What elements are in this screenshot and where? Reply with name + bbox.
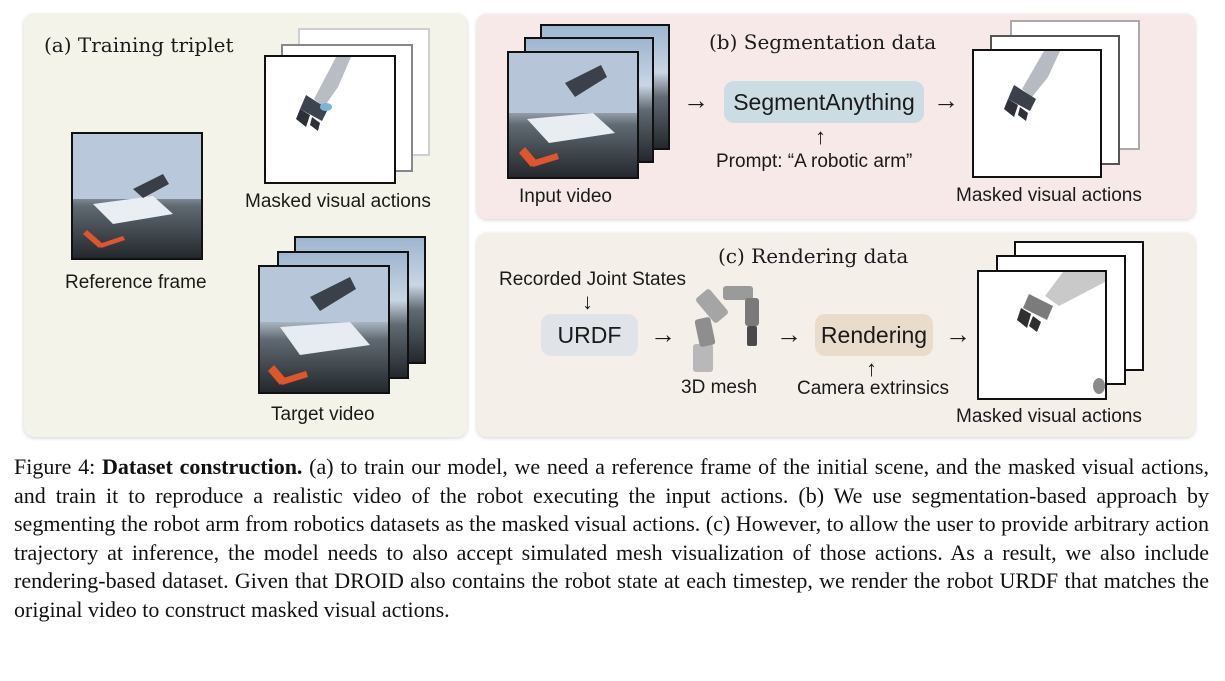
target-video-label: Target video xyxy=(271,404,375,425)
reference-frame-image xyxy=(71,132,203,260)
panel-a-title: (a) Training triplet xyxy=(44,33,234,57)
urdf-box: URDF xyxy=(541,314,638,356)
arrow-up-icon: ↑ xyxy=(815,124,826,149)
caption-title: Dataset construction. xyxy=(102,454,303,479)
robot-scene-icon xyxy=(73,134,201,248)
masked-frame-front xyxy=(264,55,396,184)
rendering-box: Rendering xyxy=(815,314,933,356)
masked-visual-actions-label: Masked visual actions xyxy=(245,191,431,212)
robot-arm-mask-icon xyxy=(296,57,351,131)
arrow-right-icon: → xyxy=(683,85,709,115)
robot-arm-render-icon xyxy=(1017,272,1105,394)
arrow-up-icon: ↑ xyxy=(866,356,877,381)
camera-extrinsics-label: Camera extrinsics xyxy=(797,378,950,399)
panel-b-title: (b) Segmentation data xyxy=(709,30,937,54)
joint-states-label: Recorded Joint States xyxy=(499,269,686,290)
robot-arm-mask-icon xyxy=(1004,51,1060,121)
seg-output-frame-front xyxy=(972,49,1102,178)
seg-output-label: Masked visual actions xyxy=(956,185,1142,206)
render-output-label: Masked visual actions xyxy=(956,406,1142,427)
segment-anything-box: SegmentAnything xyxy=(724,81,924,123)
input-video-label: Input video xyxy=(519,186,612,207)
caption-text: (a) to train our model, we need a refere… xyxy=(14,454,1209,622)
mesh-label: 3D mesh xyxy=(681,377,758,398)
arrow-down-icon: ↓ xyxy=(582,289,593,314)
robot-scene-icon xyxy=(509,53,637,167)
arrow-right-icon: → xyxy=(776,319,802,349)
figure-number: Figure 4: xyxy=(14,454,96,479)
render-output-frame-front xyxy=(977,270,1107,400)
prompt-label: Prompt: “A robotic arm” xyxy=(716,151,913,172)
arrow-right-icon: → xyxy=(650,319,676,349)
robot-scene-icon xyxy=(260,267,388,385)
input-frame-front xyxy=(507,51,639,179)
arrow-right-icon: → xyxy=(945,319,971,349)
robot-mesh-icon xyxy=(693,286,759,372)
reference-frame-label: Reference frame xyxy=(65,272,207,293)
target-frame-front xyxy=(258,265,390,394)
arrow-right-icon: → xyxy=(933,85,959,115)
figure-caption: Figure 4: Dataset construction. (a) to t… xyxy=(14,453,1209,624)
panel-c-title: (c) Rendering data xyxy=(718,244,909,268)
